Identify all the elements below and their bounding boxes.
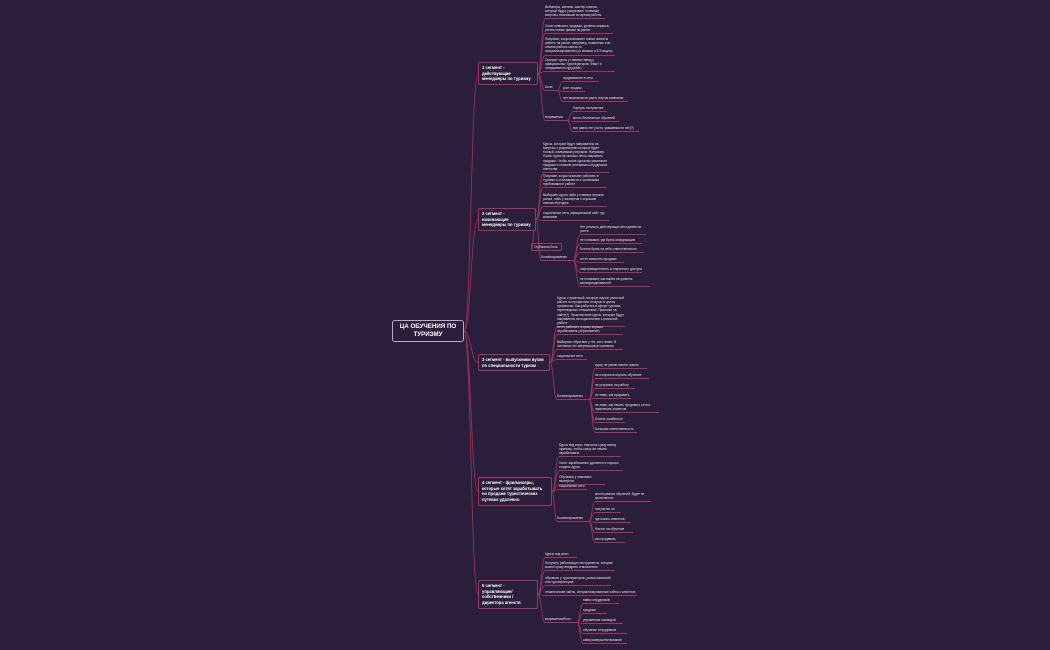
segment-2-vozr-item: Нет реально действующих инструментов рос… bbox=[580, 225, 646, 236]
segment-3-item: Выбирают обучение у тех, кого знают. В о… bbox=[557, 340, 623, 351]
connector-line bbox=[551, 491, 558, 522]
segment-3-item: Курсы с практикой, которые научат реальн… bbox=[557, 296, 625, 328]
segment-5-node[interactable]: 5 сегмент - управляющие/ собственники /д… bbox=[478, 580, 538, 609]
segment-3-vozr-label: Боли/возражения bbox=[557, 394, 589, 401]
segment-3-vozr-item: не знаю, как продавать bbox=[595, 393, 631, 400]
connector-line bbox=[463, 330, 479, 363]
segment-1-boli-item: рост продаж bbox=[563, 86, 585, 93]
segment-5-item: Получить работающие инструменты, которые… bbox=[545, 561, 615, 572]
connector-line bbox=[556, 90, 564, 102]
connector-line bbox=[537, 73, 546, 121]
connector-line bbox=[535, 219, 544, 221]
connector-line bbox=[549, 334, 558, 363]
connector-line bbox=[549, 362, 558, 400]
connector-line bbox=[535, 187, 544, 220]
segment-1-item: Хотят повысить продажи, уровень сервиса,… bbox=[545, 24, 613, 35]
connector-line bbox=[537, 33, 546, 74]
segment-1-node[interactable]: 1 сегмент - действующие менеджеры по тур… bbox=[478, 62, 538, 86]
connector-line bbox=[537, 594, 546, 623]
segment-5-vozr-item: обучение сотрудников bbox=[583, 628, 627, 635]
segment-5-item: Курсы под ключ bbox=[545, 552, 577, 559]
segment-4-item: Обучаюсь у знакомых экспертов bbox=[559, 475, 605, 486]
connector-line bbox=[588, 399, 596, 433]
segment-4-vozr-item: где искать клиентов bbox=[595, 517, 631, 524]
connector-line bbox=[537, 594, 546, 596]
segment-3-vozr-item: Большая ответственность bbox=[595, 427, 637, 434]
segment-5-item: тематические сайты, специализированные с… bbox=[545, 590, 637, 597]
connector-line bbox=[566, 120, 574, 132]
segment-2-vozr-item: не понимают, как выйти на уровень квалиф… bbox=[580, 277, 650, 288]
segment-3-vozr-item: Боязнь ошибиться bbox=[595, 417, 625, 424]
segment-1-boli-item: нет возможности расти внутри компании bbox=[563, 96, 628, 103]
segment-4-vozr-item: как продавать bbox=[595, 537, 625, 544]
mindmap-root-node[interactable]: ЦА ОБУЧЕНИЯ ПО ТУРИЗМУ bbox=[392, 320, 464, 342]
segment-3-vozr-item: курсу не узнаю ничего нового bbox=[595, 363, 647, 370]
segment-2-vozr-item: информационность и открытость доступа bbox=[580, 267, 642, 274]
segment-2-item: Выбирают курсы либо у главных игроков ры… bbox=[543, 193, 607, 208]
segment-4-vozr-item: много разных обучений, будет не качестве… bbox=[595, 492, 651, 503]
segment-3-vozr-item: не получится изучить обучение bbox=[595, 373, 649, 380]
connector-line bbox=[463, 330, 479, 595]
segment-1-boli-label: Боли bbox=[545, 85, 557, 92]
connector-line bbox=[463, 330, 479, 492]
connector-line bbox=[551, 489, 560, 492]
segment-2-node[interactable]: 2 сегмент - начинающие менеджеры по тури… bbox=[478, 208, 536, 232]
segment-2-vozr-item: Боятся брать на себя ответственность bbox=[580, 247, 644, 254]
connector-line bbox=[576, 622, 584, 644]
segment-3-node[interactable]: 3 сегмент - выпускники вузов по специаль… bbox=[478, 354, 550, 372]
segment-2-pain-label: Глубинная боль bbox=[531, 243, 562, 252]
connector-line bbox=[572, 260, 581, 287]
segment-1-boli-item: продвижение в сети bbox=[563, 76, 599, 83]
segment-4-vozr-item: боятся на обучение bbox=[595, 527, 633, 534]
segment-2-item: Покупают, когда начинают работать в тури… bbox=[543, 174, 607, 189]
connector-line bbox=[537, 55, 546, 74]
segment-3-vozr-item: не знаю, как начать продавать сети и при… bbox=[595, 403, 659, 414]
connector-line bbox=[463, 73, 479, 332]
segment-3-vozr-item: не устроюсь на работу bbox=[595, 383, 635, 390]
segment-5-vozr-item: продажи bbox=[583, 608, 607, 615]
segment-1-item: Вебинары, митапы, мастер-классы, которые… bbox=[545, 5, 605, 20]
segment-4-vozr-label: Боли/возражения bbox=[557, 516, 589, 523]
segment-5-vozr-item: управление командой bbox=[583, 618, 623, 625]
connector-line bbox=[537, 570, 546, 595]
segment-4-node[interactable]: 4 сегмент - фрилансеры, которые хотят за… bbox=[478, 477, 552, 506]
segment-5-vozr-item: самоусовершенствование bbox=[583, 638, 627, 645]
connector-line bbox=[535, 219, 542, 261]
connector-line bbox=[549, 359, 558, 363]
connector-line bbox=[588, 521, 596, 543]
segment-1-vozr-label: возражения bbox=[545, 115, 567, 122]
segment-4-item: социальные сети bbox=[559, 484, 587, 491]
segment-1-vozr-item: много бесплатных обучений bbox=[573, 116, 619, 123]
segment-2-vozr-item: хотят повысить продажи bbox=[580, 257, 624, 264]
segment-5-vozr-label: возражения/боль bbox=[545, 617, 577, 624]
segment-2-item: социальные сети, официальный сайт тур. к… bbox=[543, 211, 609, 222]
segment-3-item: хотят работать и сразу хорошо зарабатыва… bbox=[557, 325, 623, 336]
segment-5-vozr-item: найм сотрудников bbox=[583, 598, 619, 605]
segment-1-vozr-item: все равно нет роста, уважаемости нет(?) bbox=[573, 126, 639, 133]
segment-4-item: Курсы под ключ, научатся сразу всему нуж… bbox=[559, 443, 621, 458]
segment-4-vozr-item: получится ли bbox=[595, 507, 621, 514]
segment-2-item: Курсы, которые будут направлены на вопро… bbox=[543, 142, 609, 174]
connector-line bbox=[463, 219, 479, 332]
connector-line bbox=[551, 456, 560, 492]
segment-1-item: Смотрят курсы у главных звезд у официаль… bbox=[545, 58, 615, 73]
segment-1-vozr-item: Научусь на практике bbox=[573, 106, 607, 113]
segment-1-item: Покупают, когда возникают новые аспекты … bbox=[545, 37, 615, 56]
segment-3-item: социальные сети bbox=[557, 354, 587, 361]
segment-4-item: Хотят зарабатывать удаленно и хорошо соз… bbox=[559, 461, 623, 472]
segment-2-vozr-item: не понимают, где брать информацию bbox=[580, 238, 642, 245]
segment-2-vozr-label: Боли/возражения bbox=[541, 255, 573, 262]
segment-5-item: обучаюсь у туроператоров, рынка компаний… bbox=[545, 576, 611, 587]
